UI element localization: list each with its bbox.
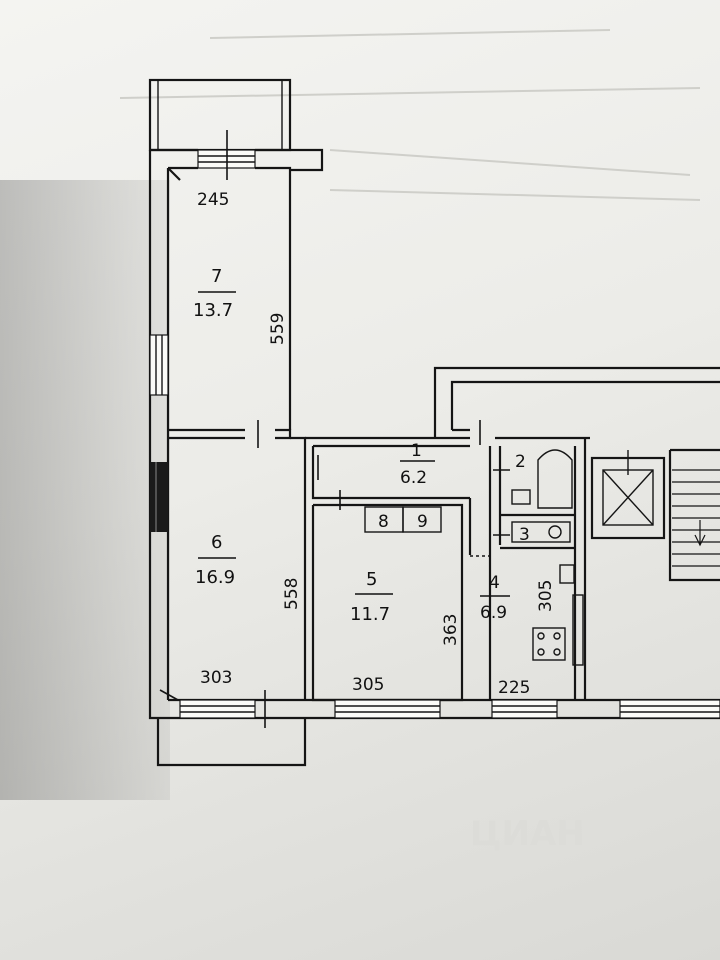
room-5-length: 363: [441, 614, 461, 646]
room-5-number: 5: [366, 569, 377, 590]
faint-header-lines: [119, 29, 701, 201]
sink-fixture: [511, 489, 575, 584]
room-5-width: 305: [352, 675, 384, 695]
room-2-number: 2: [515, 452, 526, 472]
room-4-length: 305: [536, 580, 556, 612]
bathtub-fixture: [537, 449, 573, 509]
room-4-number: 4: [489, 573, 500, 593]
room-9-number: 9: [417, 512, 428, 532]
room-4-area: 6.9: [480, 603, 507, 623]
walls: [148, 148, 720, 767]
room-3-number: 3: [519, 525, 530, 545]
room-6-width: 303: [200, 668, 232, 688]
elevator-shaft: [602, 450, 654, 526]
stairs: [672, 469, 720, 567]
watermark-logo: ЦИАН: [470, 814, 585, 854]
room-4-width: 225: [498, 678, 530, 698]
fraction-bars: [198, 291, 510, 597]
room-8-number: 8: [378, 512, 389, 532]
room-6-number: 6: [211, 532, 222, 553]
room-7-width: 245: [197, 190, 229, 210]
room-1-area: 6.2: [400, 468, 427, 488]
room-6-area: 16.9: [195, 567, 235, 588]
room-7-area: 13.7: [193, 300, 233, 321]
windows: [149, 149, 720, 719]
room-7-number: 7: [211, 266, 222, 287]
balcony-top: [148, 78, 292, 152]
room-5-area: 11.7: [350, 604, 390, 625]
room-7-length: 559: [268, 313, 288, 345]
closets: [364, 506, 442, 533]
room-6-length: 558: [282, 578, 302, 610]
stove-fixture: [532, 594, 584, 666]
room-1-number: 1: [411, 441, 422, 461]
door-marks: [159, 130, 510, 728]
